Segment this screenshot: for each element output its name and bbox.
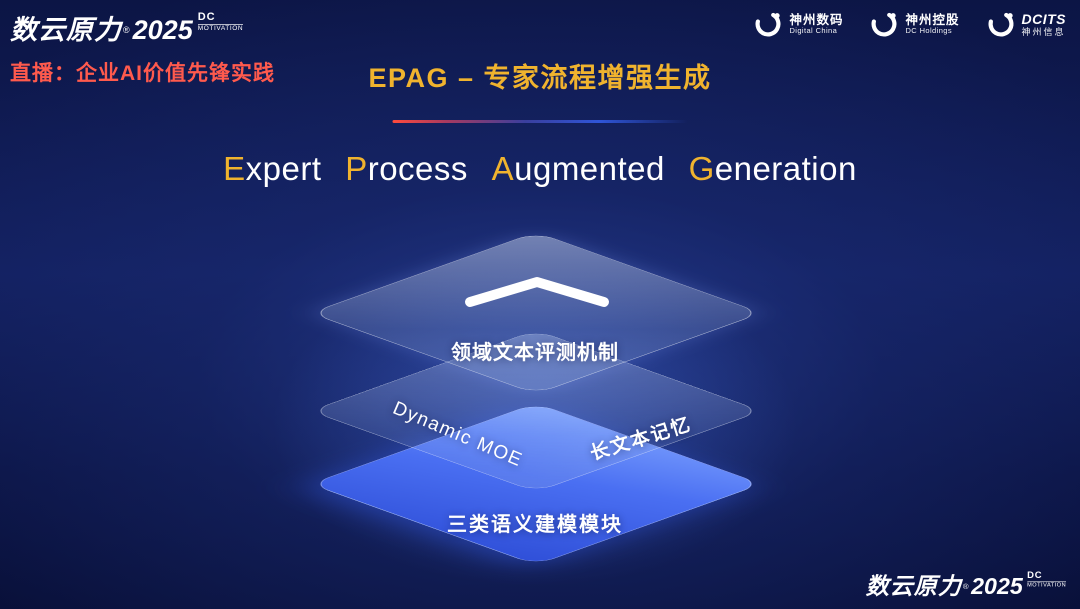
- partner-subtitle: 神州信息: [1021, 26, 1066, 37]
- brand-year: 2025: [132, 15, 193, 45]
- swoosh-icon: [871, 11, 897, 37]
- brand-sub-top: DC: [1026, 570, 1043, 581]
- page-title-cn: EPAG – 专家流程增强生成: [368, 63, 712, 93]
- partner-logo-dc-holdings: 神州控股 DC Holdings: [869, 9, 959, 39]
- layer-domain-evaluation: [309, 231, 763, 395]
- title-initial: P: [345, 150, 368, 187]
- layer-top-label: 领域文本评测机制: [451, 342, 619, 364]
- page-title-en: Expert Process Augmented Generation: [0, 150, 1080, 188]
- title-word: Expert: [223, 150, 321, 188]
- brand-sub-bottom: MOTIVATION: [1026, 580, 1066, 588]
- title-word: Process: [345, 150, 468, 188]
- partner-text: 神州数码 Digital China: [789, 13, 843, 36]
- title-rest: xpert: [245, 150, 322, 187]
- title-rest: rocess: [367, 150, 468, 187]
- title-rest: ugmented: [514, 150, 665, 187]
- partner-logos: 神州数码 Digital China 神州控股 DC Holdings DCIT…: [753, 9, 1066, 39]
- brand-year: 2025: [970, 573, 1023, 600]
- brand-name: 数云原力: [10, 15, 122, 45]
- partner-text: DCITS 神州信息: [1022, 11, 1067, 37]
- partner-logo-digital-china: 神州数码 Digital China: [753, 9, 843, 39]
- title-initial: A: [491, 150, 515, 187]
- partner-name: DCITS: [1021, 10, 1066, 27]
- partner-logo-dcits: DCITS 神州信息: [986, 9, 1067, 39]
- brand-name: 数云原力: [865, 573, 962, 600]
- title-word: Augmented: [492, 150, 665, 188]
- partner-subtitle: DC Holdings: [905, 25, 952, 35]
- live-stream-label: 直播：企业AI价值先锋实践: [10, 62, 275, 85]
- partner-name: 神州数码: [789, 12, 844, 27]
- title-initial: G: [688, 150, 715, 187]
- brand-sub-bottom: MOTIVATION: [197, 23, 244, 32]
- title-rest: eneration: [714, 150, 857, 187]
- partner-text: 神州控股 DC Holdings: [905, 13, 959, 36]
- chevron-up-icon: [465, 277, 609, 307]
- brand-sub-top: DC: [197, 11, 216, 23]
- partner-subtitle: Digital China: [789, 25, 838, 35]
- swoosh-icon: [988, 11, 1013, 37]
- title-word: Generation: [689, 150, 857, 188]
- registered-mark: ®: [123, 24, 130, 35]
- title-initial: E: [223, 150, 246, 187]
- partner-name: 神州控股: [905, 12, 960, 27]
- swoosh-icon: [755, 11, 781, 37]
- title-divider: [392, 120, 688, 123]
- registered-mark: ®: [962, 581, 969, 591]
- layer-bottom-label: 三类语义建模模块: [447, 514, 623, 536]
